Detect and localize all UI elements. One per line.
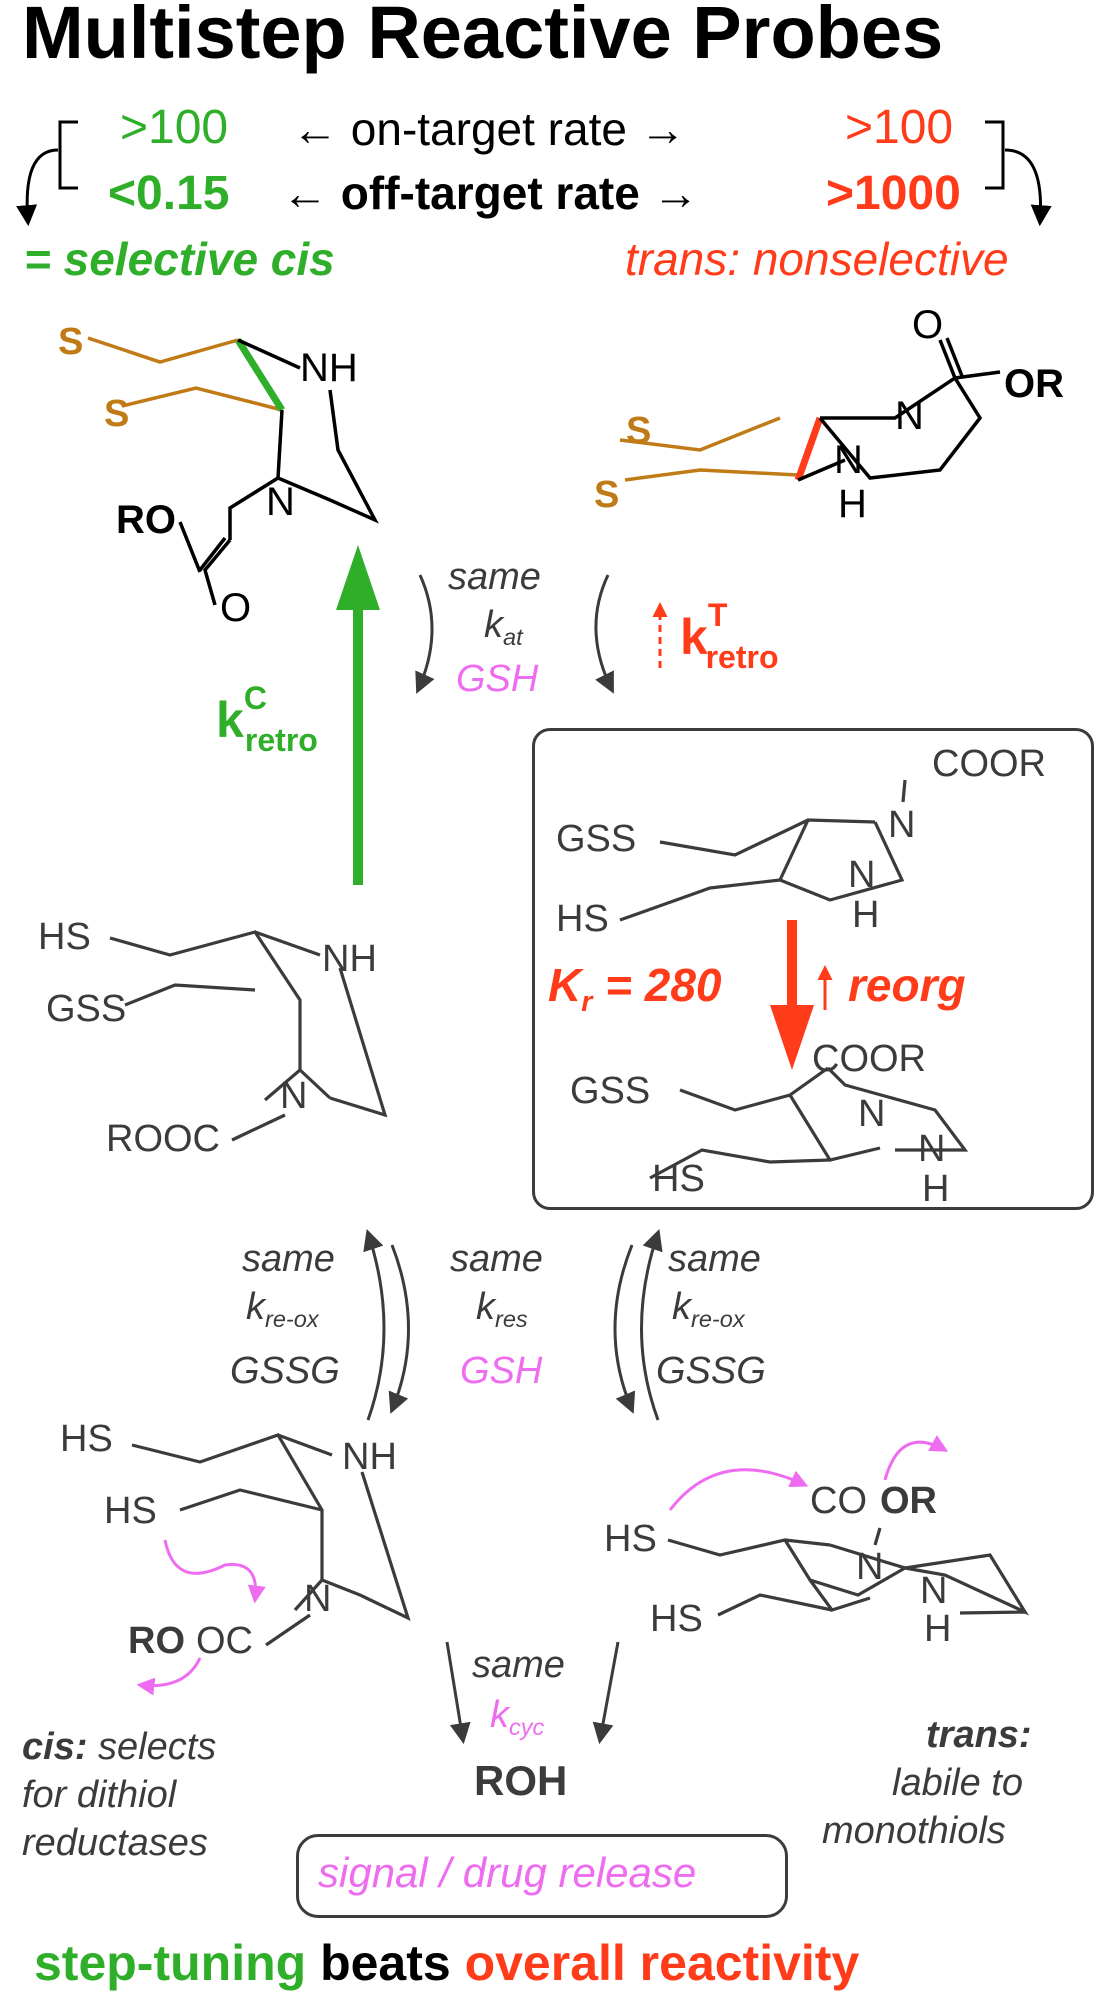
box-top-hs: HS bbox=[556, 898, 609, 940]
box-top-nh-h: H bbox=[852, 894, 880, 936]
box-bottom-gss: GSS bbox=[570, 1070, 651, 1112]
box-bottom-hs: HS bbox=[652, 1158, 705, 1200]
box-bottom-n: N bbox=[858, 1093, 886, 1135]
trans-top-oxygen: O bbox=[912, 303, 944, 347]
res-reagent: GSH bbox=[460, 1350, 543, 1392]
cis-top-sulfur-2: S bbox=[104, 393, 130, 435]
trans-note-line-1: labile to bbox=[892, 1762, 1023, 1804]
reox-right-rate: kre-ox bbox=[672, 1286, 745, 1333]
trans-bicycle-molecule bbox=[619, 337, 1001, 482]
trans-pink-arrows bbox=[668, 1435, 949, 1511]
on-target-label: ← on-target rate → bbox=[292, 103, 686, 155]
cis-note-line-1: cis: selects bbox=[22, 1726, 217, 1768]
trans-open-molecules bbox=[619, 779, 969, 1180]
cis-top-sulfur-1: S bbox=[58, 321, 84, 363]
trans-dithiol-nh-n: N bbox=[920, 1570, 948, 1612]
cyc-same: same bbox=[472, 1644, 565, 1686]
trans-note-title: trans: bbox=[926, 1714, 1032, 1756]
trans-top-nh-h: H bbox=[838, 482, 867, 526]
cis-top-n: N bbox=[266, 480, 295, 524]
footer-tagline: step-tuning beats overall reactivity bbox=[34, 1935, 860, 1991]
cis-mid-nh: NH bbox=[322, 938, 377, 980]
attack-arrow-right bbox=[594, 574, 614, 694]
cis-off-target-rate: <0.15 bbox=[108, 167, 230, 220]
trans-top-n: N bbox=[895, 394, 924, 438]
cis-dithiol-n: N bbox=[304, 1578, 332, 1620]
cis-dithiol-molecule bbox=[131, 1433, 411, 1647]
reox-left-reagent: GSSG bbox=[230, 1350, 340, 1392]
trans-reorganization-box bbox=[532, 728, 1094, 1210]
rate-brackets bbox=[16, 120, 1052, 227]
cis-dithiol-hs-2: HS bbox=[104, 1490, 157, 1532]
k-retro-cis-label: kCretro bbox=[216, 680, 318, 758]
trans-dithiol-n: N bbox=[856, 1546, 884, 1588]
cis-pink-arrows bbox=[136, 1539, 266, 1696]
trans-top-or: OR bbox=[1004, 362, 1064, 406]
cis-dithiol-hs-1: HS bbox=[60, 1418, 113, 1460]
trans-dithiol-or: OR bbox=[880, 1480, 937, 1522]
cis-retro-arrow bbox=[336, 545, 380, 885]
cis-note-line-3: reductases bbox=[22, 1822, 208, 1864]
attack-rate-label: kat bbox=[484, 604, 523, 651]
reox-right-reagent: GSSG bbox=[656, 1350, 766, 1392]
trans-dithiol-hs-1: HS bbox=[604, 1518, 657, 1560]
cis-top-oxygen: O bbox=[220, 586, 252, 630]
reox-arrows-left bbox=[363, 1229, 410, 1421]
cis-bicycle-molecule bbox=[87, 336, 379, 606]
trans-top-sulfur-2: S bbox=[594, 474, 620, 516]
cis-mid-hs: HS bbox=[38, 916, 91, 958]
cyc-rate: kcyc bbox=[490, 1694, 545, 1741]
res-rate: kres bbox=[476, 1286, 528, 1333]
cis-mid-rooc: ROOC bbox=[106, 1118, 220, 1160]
off-target-label: ← off-target rate → bbox=[282, 167, 699, 219]
cis-mid-n: N bbox=[280, 1075, 308, 1117]
cyc-arrow-right bbox=[592, 1641, 620, 1745]
box-bottom-coor: COOR bbox=[812, 1038, 926, 1080]
trans-top-sulfur-1: S bbox=[626, 410, 652, 452]
attack-reagent-label: GSH bbox=[456, 658, 539, 700]
reox-arrows-right bbox=[613, 1229, 663, 1421]
trans-dithiol-co: CO bbox=[810, 1480, 867, 1522]
res-same: same bbox=[450, 1238, 543, 1280]
attack-same-label: same bbox=[448, 556, 541, 598]
cis-dithiol-nh: NH bbox=[342, 1436, 397, 1478]
box-bottom-nh-h: H bbox=[922, 1168, 950, 1210]
reorg-constant: Kr = 280 bbox=[548, 959, 722, 1018]
trans-on-target-rate: >100 bbox=[845, 101, 954, 154]
box-top-n: N bbox=[888, 804, 916, 846]
box-top-coor: COOR bbox=[932, 743, 1046, 785]
reox-left-rate: kre-ox bbox=[246, 1286, 319, 1333]
reox-right-same: same bbox=[668, 1238, 761, 1280]
trans-verdict: trans: nonselective bbox=[625, 233, 1009, 285]
cis-top-ro: RO bbox=[116, 498, 176, 542]
reorg-label: reorg bbox=[848, 959, 966, 1011]
cis-top-nh: NH bbox=[300, 346, 358, 390]
cis-note-line-2: for dithiol bbox=[22, 1774, 177, 1816]
trans-off-target-rate: >1000 bbox=[826, 167, 961, 220]
box-bottom-nh-n: N bbox=[918, 1128, 946, 1170]
trans-top-nh-n: N bbox=[834, 438, 863, 482]
cyc-product-roh: ROH bbox=[474, 1757, 568, 1804]
cis-open-molecule bbox=[109, 930, 388, 1142]
trans-dithiol-hs-2: HS bbox=[650, 1598, 703, 1640]
cis-dithiol-ro: RO bbox=[128, 1620, 185, 1662]
attack-arrow-left bbox=[415, 574, 435, 694]
box-top-gss: GSS bbox=[556, 818, 637, 860]
trans-note-line-2: monothiols bbox=[822, 1810, 1006, 1852]
cis-mid-gss: GSS bbox=[46, 988, 127, 1030]
cis-verdict: = selective cis bbox=[24, 233, 335, 285]
cis-dithiol-oc: OC bbox=[196, 1620, 253, 1662]
release-box bbox=[296, 1834, 788, 1918]
trans-dithiol-molecule bbox=[667, 1527, 1030, 1617]
trans-dithiol-nh-h: H bbox=[924, 1608, 952, 1650]
release-label: signal / drug release bbox=[318, 1849, 697, 1896]
cis-on-target-rate: >100 bbox=[120, 101, 229, 154]
k-retro-trans-label: kTretro bbox=[680, 597, 779, 675]
reorg-arrows bbox=[770, 920, 833, 1070]
page-title: Multistep Reactive Probes bbox=[22, 0, 944, 74]
box-top-nh-n: N bbox=[848, 854, 876, 896]
reox-left-same: same bbox=[242, 1238, 335, 1280]
cyc-arrow-left bbox=[445, 1641, 471, 1745]
